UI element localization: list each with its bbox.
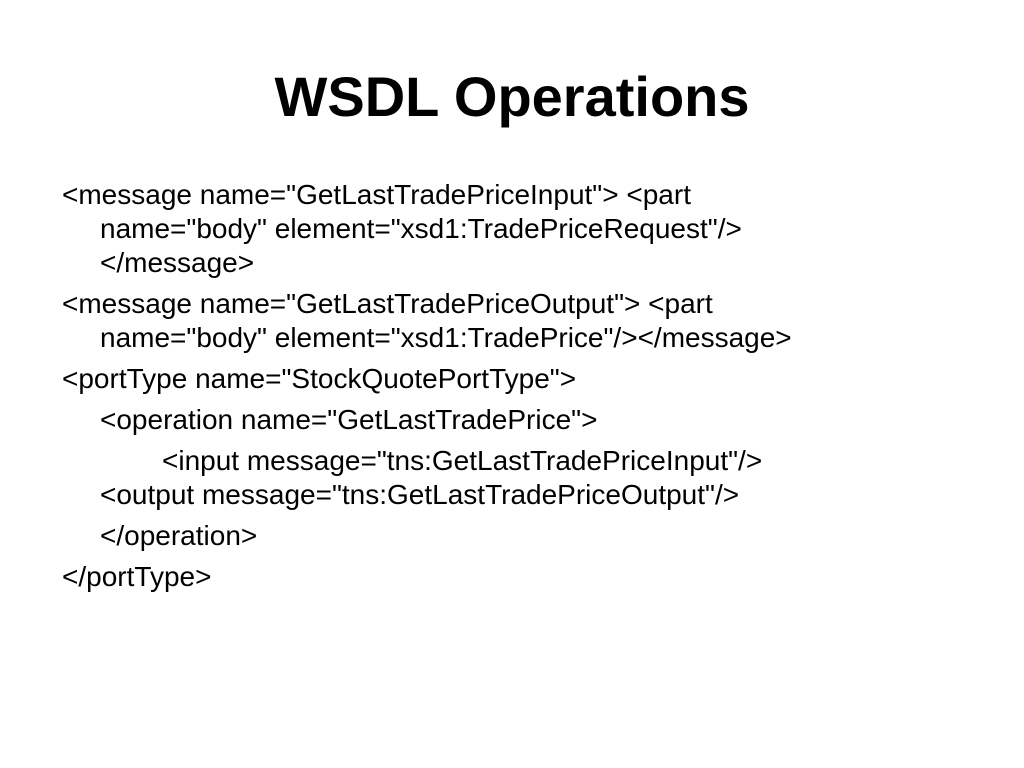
code-line-message-input-part: name="body" element="xsd1:TradePriceRequ…: [100, 213, 742, 244]
slide-body: <message name="GetLastTradePriceInput"> …: [62, 178, 1002, 594]
code-line-message-input: <message name="GetLastTradePriceInput"> …: [62, 179, 691, 210]
slide-title: WSDL Operations: [274, 65, 750, 128]
code-line-porttype-close: </portType>: [62, 561, 212, 592]
code-line-operation-close: </operation>: [100, 520, 258, 551]
code-line-porttype-open: <portType name="StockQuotePortType">: [62, 363, 577, 394]
code-line-operation-open: <operation name="GetLastTradePrice">: [100, 404, 598, 435]
code-line-message-output: <message name="GetLastTradePriceOutput">…: [62, 288, 713, 319]
code-line-message-input-close: </message>: [100, 247, 255, 278]
code-line-message-output-part: name="body" element="xsd1:TradePrice"/><…: [100, 322, 792, 353]
code-line-output: <output message="tns:GetLastTradePriceOu…: [100, 479, 740, 510]
code-line-input: <input message="tns:GetLastTradePriceInp…: [162, 445, 763, 476]
